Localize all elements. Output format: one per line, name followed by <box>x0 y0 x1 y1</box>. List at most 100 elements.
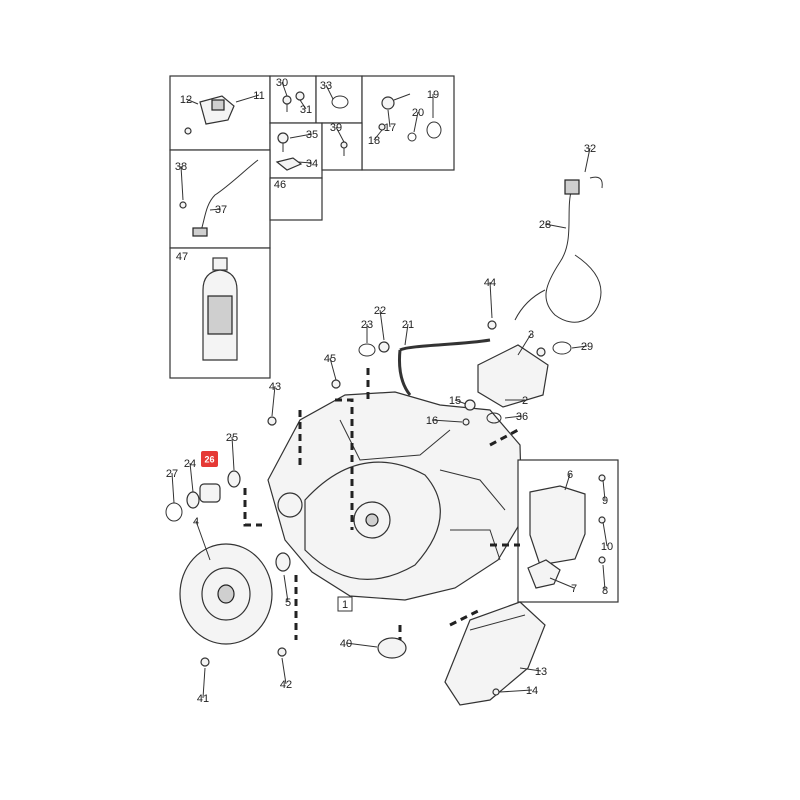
callout-27[interactable]: 27 <box>166 468 178 480</box>
leader-line-22 <box>379 309 385 341</box>
small-parts <box>165 341 572 696</box>
callout-15[interactable]: 15 <box>449 395 461 407</box>
callout-22[interactable]: 22 <box>374 305 386 317</box>
callout-32[interactable]: 32 <box>584 143 596 155</box>
leader-line-7 <box>549 577 575 589</box>
leader-line-25 <box>231 436 235 471</box>
leader-line-41 <box>202 667 206 699</box>
callout-6[interactable]: 6 <box>567 469 573 481</box>
sensor-17-drawing <box>378 93 442 142</box>
wiring-harness-28 <box>514 176 603 323</box>
callout-24[interactable]: 24 <box>184 458 196 470</box>
callout-30[interactable]: 30 <box>276 77 288 89</box>
leader-line-11 <box>235 94 260 103</box>
control-module-3 <box>477 320 549 408</box>
bracket-34-drawing <box>275 132 303 171</box>
callout-31[interactable]: 31 <box>300 104 312 116</box>
leader-line-5 <box>283 574 289 603</box>
leader-line-38 <box>180 165 184 201</box>
callout-8[interactable]: 8 <box>602 585 608 597</box>
leader-line-17 <box>387 109 391 128</box>
sensor-11-drawing <box>184 95 235 135</box>
leader-line-34 <box>297 161 313 164</box>
sensor-37-drawing <box>179 159 259 237</box>
callout-12[interactable]: 12 <box>180 94 192 106</box>
leader-line-45 <box>329 357 337 381</box>
leader-line-36 <box>504 415 523 419</box>
leader-line-42 <box>281 657 287 685</box>
leader-line-18 <box>373 129 383 141</box>
leader-line-44 <box>489 281 493 319</box>
leader-line-24 <box>189 462 194 493</box>
leader-line-40 <box>345 642 378 648</box>
callout-14[interactable]: 14 <box>526 685 538 697</box>
oil-pan-13 <box>444 601 546 706</box>
inset-box-46 <box>269 177 323 221</box>
callout-36[interactable]: 36 <box>516 411 528 423</box>
callout-28[interactable]: 28 <box>539 219 551 231</box>
leader-line-6 <box>564 473 571 491</box>
callout-44[interactable]: 44 <box>484 277 496 289</box>
callout-33[interactable]: 33 <box>320 80 332 92</box>
leader-line-12 <box>185 98 199 105</box>
inset-box-30-31 <box>269 75 317 124</box>
inset-panels <box>169 75 455 379</box>
callout-20[interactable]: 20 <box>412 107 424 119</box>
highlighted-part-tag[interactable]: 26 <box>201 451 218 467</box>
callout-13[interactable]: 13 <box>535 666 547 678</box>
callout-7[interactable]: 7 <box>571 583 577 595</box>
callout-41[interactable]: 41 <box>197 693 209 705</box>
leader-line-32 <box>584 147 591 173</box>
callout-19[interactable]: 19 <box>427 89 439 101</box>
callout-3[interactable]: 3 <box>528 329 534 341</box>
callout-29[interactable]: 29 <box>581 341 593 353</box>
callout-25[interactable]: 25 <box>226 432 238 444</box>
bolt-30-drawing <box>282 95 292 112</box>
valve-body-inset <box>517 459 619 603</box>
callout-5[interactable]: 5 <box>285 597 291 609</box>
callout-4[interactable]: 4 <box>193 516 199 528</box>
hose-21 <box>398 338 491 396</box>
leader-line-16 <box>431 419 463 423</box>
callout-16[interactable]: 16 <box>426 415 438 427</box>
callout-46[interactable]: 46 <box>274 179 286 191</box>
callout-10[interactable]: 10 <box>601 541 613 553</box>
callout-11[interactable]: 11 <box>253 90 264 102</box>
callout-39[interactable]: 39 <box>330 122 342 134</box>
leader-line-28 <box>544 223 567 229</box>
torque-converter-4 <box>179 543 273 645</box>
transmission-housing <box>267 391 523 601</box>
assembly-dashed-lines <box>243 368 520 640</box>
leader-line-8 <box>602 564 606 591</box>
leader-line-43 <box>271 385 276 417</box>
callout-17[interactable]: 17 <box>384 122 396 134</box>
leader-line-9 <box>602 479 606 501</box>
callout-40[interactable]: 40 <box>340 638 352 650</box>
callout-18[interactable]: 18 <box>368 135 380 147</box>
callout-23[interactable]: 23 <box>361 319 373 331</box>
inset-box-17-20 <box>361 75 455 171</box>
callout-38[interactable]: 38 <box>175 161 187 173</box>
callout-42[interactable]: 42 <box>280 679 292 691</box>
highlighted-tag-label: 26 <box>204 455 214 465</box>
leader-line-30 <box>281 81 288 97</box>
leader-line-33 <box>325 84 334 100</box>
leader-line-14 <box>499 689 533 693</box>
callout-35[interactable]: 35 <box>306 129 318 141</box>
callout-45[interactable]: 45 <box>324 353 336 365</box>
callout-1[interactable]: 1 <box>342 599 348 611</box>
leader-line-20 <box>413 111 419 133</box>
leader-line-35 <box>289 133 313 139</box>
callout-9[interactable]: 9 <box>602 495 608 507</box>
callout-47[interactable]: 47 <box>176 251 188 263</box>
leader-line-13 <box>519 667 542 672</box>
leader-line-31 <box>299 99 307 110</box>
callout-21[interactable]: 21 <box>402 319 414 331</box>
callout-37[interactable]: 37 <box>215 204 227 216</box>
leader-line-10 <box>602 521 608 547</box>
callout-2[interactable]: 2 <box>522 395 528 407</box>
callout-43[interactable]: 43 <box>269 381 281 393</box>
callout-34[interactable]: 34 <box>306 158 318 170</box>
leader-line-15 <box>454 399 467 405</box>
